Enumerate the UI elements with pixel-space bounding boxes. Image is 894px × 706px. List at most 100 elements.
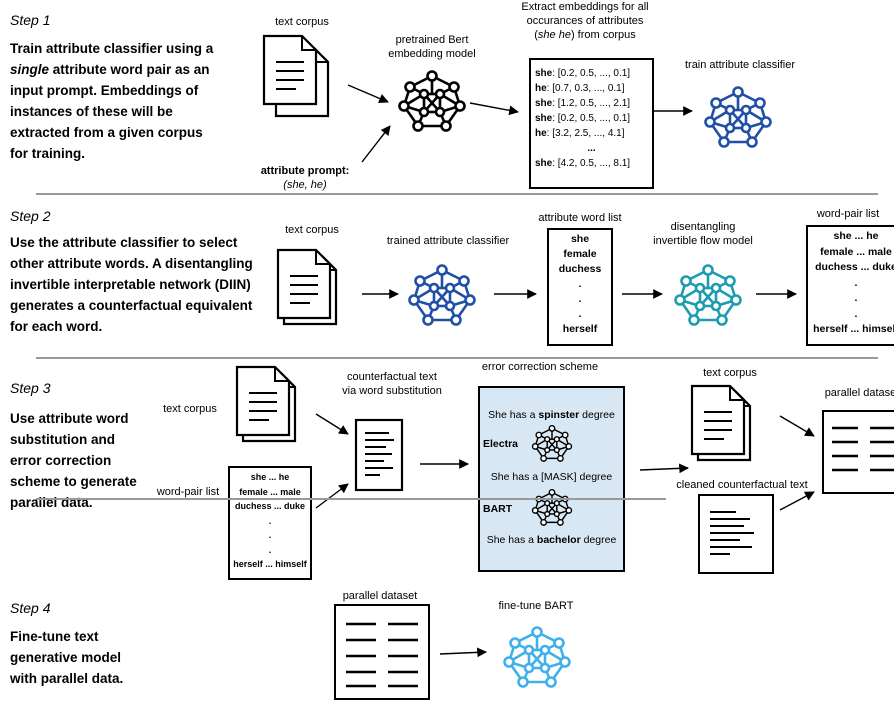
step2-description: Use the attribute classifier to select o…: [10, 235, 253, 334]
list-item: .: [578, 308, 582, 320]
embedding-row: he: [3.2, 2.5, ..., 4.1]: [535, 126, 648, 141]
embedding-row: ...: [535, 141, 648, 156]
step3-title: Step 3: [10, 380, 51, 396]
step3-text-corpus-label: text corpus: [163, 403, 217, 415]
step4-description: Fine-tune text generative model with par…: [10, 629, 124, 686]
arrow-parallel-to-finetune: [439, 647, 487, 658]
step3-cf-doc-icon: [354, 418, 404, 492]
step3-cleaned-label: cleaned counterfactual text: [676, 479, 808, 491]
step3-cleaned-doc: [698, 494, 774, 574]
divider-1: [36, 193, 878, 195]
list-item: female ... male: [239, 486, 301, 497]
step1-extract-em: she he: [537, 29, 571, 41]
step2-pair-list-box: she ... he female ... male duchess ... duk…: [806, 225, 894, 346]
list-item: herself ... himself: [813, 323, 894, 335]
s3-pre: She has a: [486, 534, 537, 546]
step1-prompt-label: attribute prompt:: [260, 165, 350, 177]
list-item: .: [268, 515, 272, 526]
step2-word-list-label: attribute word list: [538, 212, 622, 224]
step1-desc-pre: Train attribute classifier using a: [10, 41, 214, 56]
list-item: .: [578, 293, 582, 305]
step1-desc-em: single: [10, 62, 50, 77]
list-item: .: [854, 292, 858, 304]
embedding-word: she: [535, 158, 553, 169]
embedding-row: he: [0.7, 0.3, ..., 0.1]: [535, 81, 648, 96]
cleaned-doc-lines-icon: [710, 511, 754, 555]
arrow-corpus-to-bert: [347, 84, 389, 104]
step4-parallel-dataset: [334, 604, 430, 700]
step3-text-corpus2-label: text corpus: [703, 367, 757, 379]
embedding-word: she: [535, 98, 553, 109]
s1-bold: spinster: [538, 409, 580, 421]
step2-pair-list: she ... he female ... male duchess ... duk…: [808, 229, 894, 338]
step1-text-corpus-label: text corpus: [275, 16, 329, 28]
arrow-pairlist-to-cf: [315, 483, 349, 509]
arrow-bert-to-embeddings: [469, 102, 519, 116]
scheme-sentence-2: She has a [MASK] degree: [490, 471, 613, 483]
step4-parallel-lines-icon: [346, 622, 418, 688]
list-item: female ... male: [820, 245, 892, 258]
step4-title: Step 4: [10, 600, 51, 616]
embedding-word: ...: [587, 143, 596, 154]
step2-trained-label: trained attribute classifier: [386, 235, 510, 247]
embedding-word: she: [535, 113, 553, 124]
step1-prompt-value: (she, he): [283, 179, 327, 191]
step2-title: Step 2: [10, 208, 51, 224]
list-item: duchess ... duke: [815, 261, 894, 273]
embedding-vector: : [0.2, 0.5, ..., 0.1]: [552, 113, 631, 124]
arrow-prompt-to-bert: [361, 125, 391, 163]
list-item: she ... he: [833, 230, 879, 242]
list-item: .: [854, 307, 858, 320]
divider-2: [36, 357, 878, 359]
list-item: she: [570, 233, 590, 245]
arrow-corpus2-to-parallel: [779, 415, 815, 437]
step1-description: Train attribute classifier using a singl…: [10, 38, 220, 164]
step3-pair-list-label: word-pair list: [156, 486, 220, 498]
list-item: duchess: [558, 263, 602, 275]
divider-3: [36, 498, 666, 500]
step1-bert-label: pretrained Bert embedding model: [388, 34, 476, 60]
s1-post: degree: [579, 409, 615, 421]
parallel-lines-icon: [832, 426, 894, 472]
embedding-vector: : [3.2, 2.5, ..., 4.1]: [546, 128, 625, 139]
arrow-scheme-to-cleaned: [639, 463, 689, 474]
embedding-word: she: [535, 68, 553, 79]
step1-embeddings-list: she: [0.2, 0.5, ..., 0.1]he: [0.7, 0.3, …: [535, 66, 648, 171]
s3-post: degree: [580, 534, 617, 546]
list-item: .: [268, 544, 272, 555]
step1-title: Step 1: [10, 12, 51, 28]
step1-extract-label: Extract embeddings for all occurances of…: [520, 0, 650, 42]
step2-text-corpus-label: text corpus: [285, 224, 339, 236]
list-item: .: [578, 278, 582, 290]
scheme-bart-label: BART: [483, 503, 513, 515]
embedding-row: she: [1.2, 0.5, ..., 2.1]: [535, 96, 648, 111]
step4-finetune-label: fine-tune BART: [498, 600, 574, 612]
list-item: herself: [562, 323, 598, 335]
step2-flow-label: disentangling invertible flow model: [653, 221, 753, 247]
list-item: .: [268, 530, 272, 540]
step1-desc-post: attribute word pair as an input prompt. …: [10, 62, 210, 161]
arrow-cleaned-to-parallel: [779, 491, 815, 511]
step3-parallel-label: parallel dataset: [824, 387, 894, 399]
embedding-vector: : [0.7, 0.3, ..., 0.1]: [546, 83, 625, 94]
list-item: herself ... himself: [233, 559, 307, 569]
step1-embeddings-box: she: [0.2, 0.5, ..., 0.1]he: [0.7, 0.3, …: [529, 58, 654, 189]
step1-classifier-label: train attribute classifier: [684, 59, 796, 71]
embedding-vector: : [4.2, 0.5, ..., 8.1]: [552, 158, 631, 169]
embedding-word: he: [535, 128, 547, 139]
s3-bold: bachelor: [536, 534, 581, 546]
list-item: .: [854, 276, 858, 289]
arrow-corpus-to-cf: [315, 413, 349, 435]
embedding-word: he: [535, 83, 547, 94]
step3-scheme-box: She has a spinster degree Electra She ha…: [478, 386, 625, 572]
embedding-row: she: [4.2, 0.5, ..., 8.1]: [535, 156, 648, 171]
embedding-row: she: [0.2, 0.5, ..., 0.1]: [535, 111, 648, 126]
step3-cf-label: counterfactual text via word substitutio…: [342, 371, 442, 397]
